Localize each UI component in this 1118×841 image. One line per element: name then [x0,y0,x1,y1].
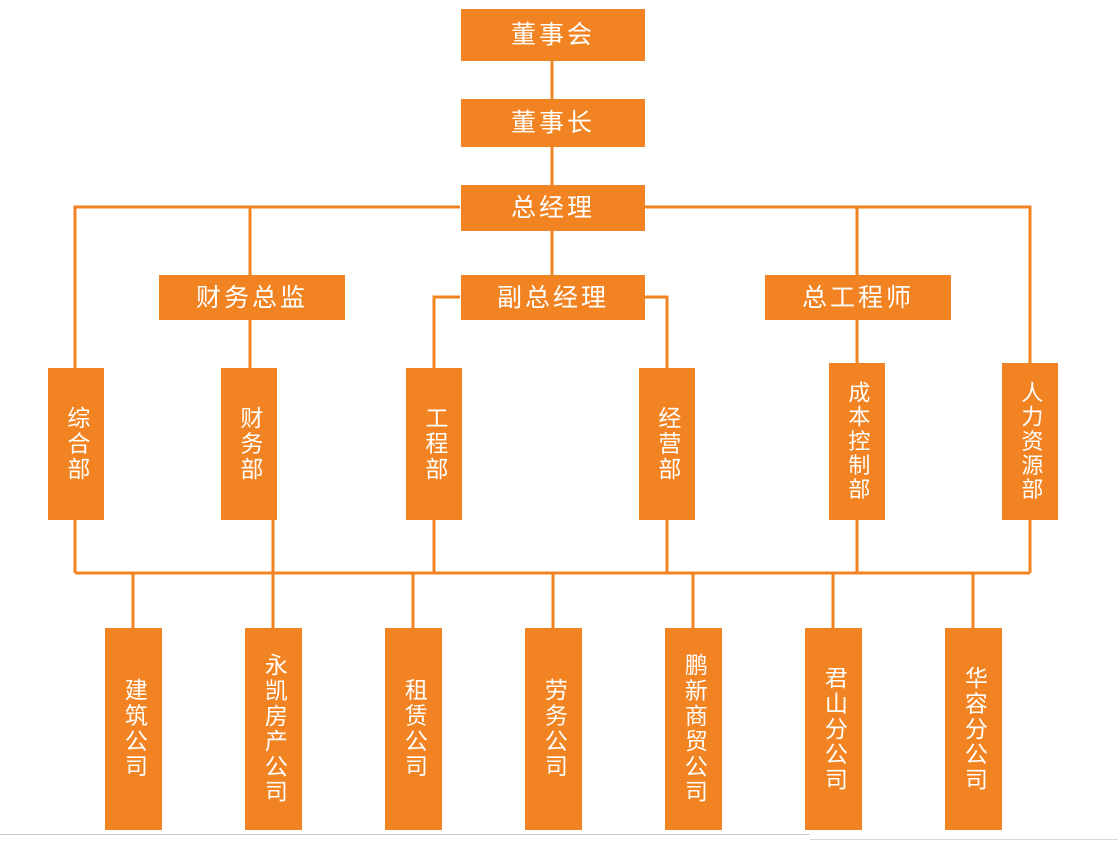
node-co-huarong-branch[interactable]: 华容分公司 [945,628,1002,830]
node-general-manager-label: 总经理 [510,194,595,222]
node-dept-general-affairs[interactable]: 综合部 [48,368,104,520]
node-co-pengxin-trading-label: 鹏新商贸公司 [681,653,708,805]
node-co-pengxin-trading[interactable]: 鹏新商贸公司 [665,628,722,830]
node-co-leasing-label: 租赁公司 [401,678,428,780]
node-chairman[interactable]: 董事长 [461,99,645,147]
node-co-labor-service-label: 劳务公司 [541,678,568,780]
node-co-construction[interactable]: 建筑公司 [105,628,162,830]
node-board-label: 董事会 [510,21,595,49]
edge-deputy-to-operations [645,295,669,368]
node-dept-engineering-label: 工程部 [421,406,448,482]
page-bottom-divider [0,834,810,835]
node-co-junshan-branch[interactable]: 君山分公司 [805,628,862,830]
node-co-leasing[interactable]: 租赁公司 [385,628,442,830]
edge-deputy-to-engineering [432,295,460,368]
node-chairman-label: 董事长 [510,109,595,137]
node-dept-general-affairs-label: 综合部 [63,406,90,482]
node-chief-engineer[interactable]: 总工程师 [765,275,951,320]
node-deputy-general-manager[interactable]: 副总经理 [461,275,645,320]
node-dept-finance[interactable]: 财务部 [221,368,277,520]
page-bottom-divider-secondary [810,839,1118,840]
node-co-labor-service[interactable]: 劳务公司 [525,628,582,830]
node-chief-engineer-label: 总工程师 [801,283,914,312]
node-co-yongkai-realestate-label: 永凯房产公司 [261,653,288,805]
node-dept-operations[interactable]: 经营部 [639,368,695,520]
node-dept-engineering[interactable]: 工程部 [406,368,462,520]
node-co-huarong-branch-label: 华容分公司 [961,665,988,793]
node-board[interactable]: 董事会 [461,9,645,61]
node-deputy-general-manager-label: 副总经理 [496,283,609,312]
node-dept-cost-control[interactable]: 成本控制部 [829,363,885,520]
node-dept-finance-label: 财务部 [236,406,263,482]
node-cfo-label: 财务总监 [195,283,308,312]
node-dept-human-resources[interactable]: 人力资源部 [1002,363,1058,520]
node-dept-human-resources-label: 人力资源部 [1018,381,1044,502]
node-general-manager[interactable]: 总经理 [461,185,645,231]
node-cfo[interactable]: 财务总监 [159,275,345,320]
node-co-junshan-branch-label: 君山分公司 [821,665,848,793]
node-co-yongkai-realestate[interactable]: 永凯房产公司 [245,628,302,830]
node-co-construction-label: 建筑公司 [121,678,148,780]
node-dept-operations-label: 经营部 [654,406,681,482]
node-dept-cost-control-label: 成本控制部 [845,381,871,502]
